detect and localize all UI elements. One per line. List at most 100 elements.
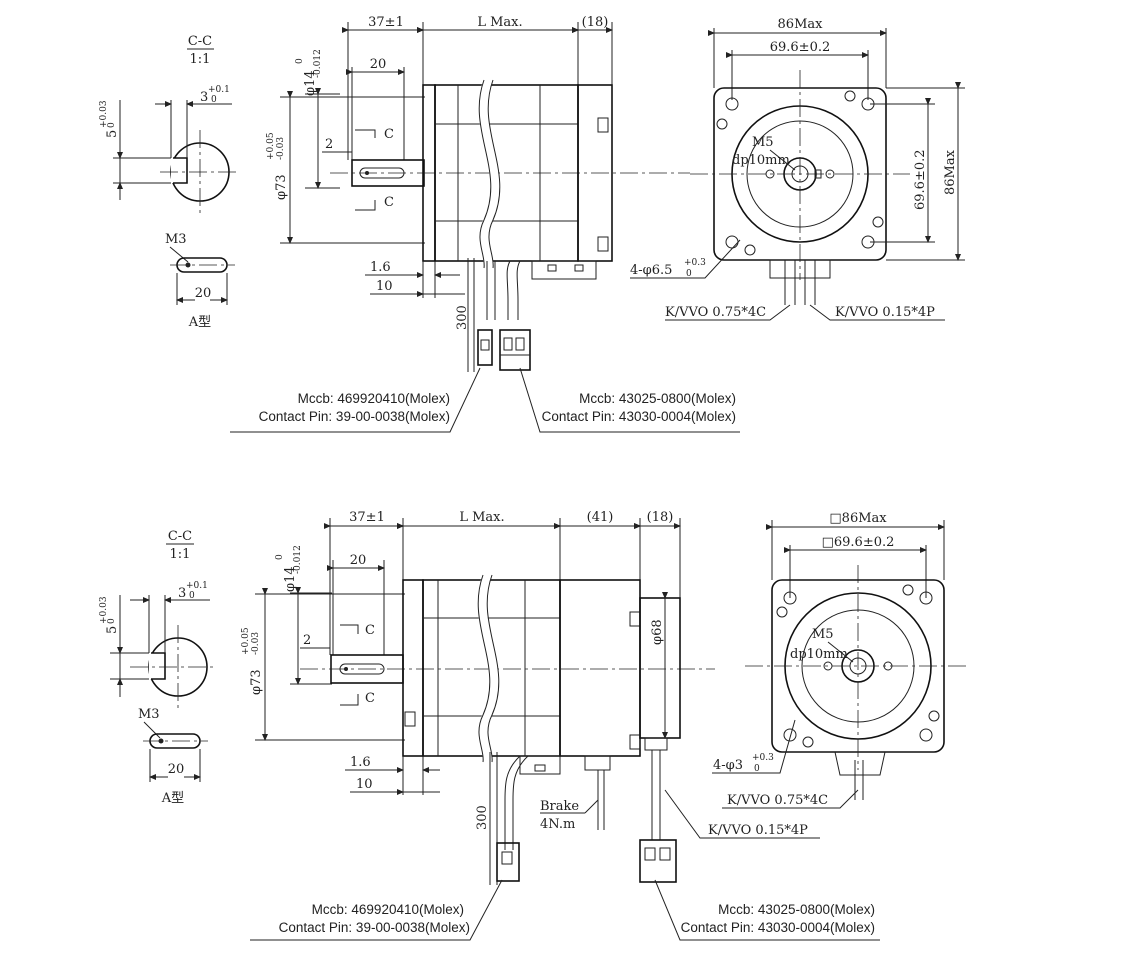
svg-text:-0.012: -0.012: [293, 545, 303, 574]
bottom-key-depth: 5: [105, 626, 120, 634]
svg-text:0: 0: [211, 95, 217, 105]
bottom-brake-torque: 4N.m: [540, 817, 575, 832]
bottom-drawing: C-C 1:1 3 +0.1 0 5 +0.03 0: [99, 510, 968, 941]
bottom-mount-holes: 4-φ3: [713, 758, 743, 773]
top-side-view: 37±1 L Max. (18) φ14 0 -0.012 φ73 +0.05 …: [230, 15, 740, 433]
bottom-key-length: 20: [168, 762, 185, 777]
bottom-flange: [402, 579, 424, 757]
top-center-depth: dp10mm: [732, 153, 790, 168]
top-key-width: 3: [200, 90, 208, 105]
bottom-section-title: C-C: [168, 529, 192, 544]
svg-text:C: C: [384, 195, 394, 210]
top-bolt-pitch-v: 69.6±0.2: [913, 149, 928, 210]
bottom-section-mark: C: [365, 623, 375, 638]
top-cable-power: K/VVO 0.75*4C: [665, 305, 766, 320]
top-section-scale: 1:1: [190, 52, 211, 67]
top-conn1-housing: Mccb: 469920410(Molex): [298, 391, 450, 406]
svg-text:C: C: [365, 691, 375, 706]
svg-text:0: 0: [189, 591, 195, 601]
top-cable-encoder: K/VVO 0.15*4P: [835, 305, 935, 320]
top-conn2-housing: Mccb: 43025-0800(Molex): [579, 391, 736, 406]
bottom-cable-encoder: K/VVO 0.15*4P: [708, 823, 808, 838]
top-section-mark: C: [384, 127, 394, 142]
bottom-conn2-housing: Mccb: 43025-0800(Molex): [718, 902, 875, 917]
top-pilot-diameter: φ73: [274, 174, 289, 200]
top-key-offset: 2: [325, 137, 333, 152]
bottom-key-type: A型: [161, 791, 184, 806]
top-drawing: C-C 1:1 3 +0.1 0 5 +0.03 0: [99, 15, 965, 433]
top-key-detail: M3 20 A型: [165, 232, 235, 330]
bottom-brake-section: [559, 579, 641, 757]
svg-text:+0.3: +0.3: [684, 258, 706, 268]
bottom-shaft-diameter: φ14: [283, 566, 298, 592]
top-section-view: C-C 1:1 3 +0.1 0 5 +0.03 0: [99, 34, 240, 215]
bottom-key-offset: 2: [303, 633, 311, 648]
bottom-side-view: 37±1 L Max. (41) (18) φ14 0 -0.012 φ73 +…: [241, 510, 880, 941]
svg-text:-0.012: -0.012: [313, 49, 323, 78]
svg-text:0: 0: [107, 122, 117, 128]
top-shaft-diameter: φ14: [303, 70, 318, 96]
bottom-flange-offset: 37±1: [349, 510, 385, 525]
top-encoder-length: (18): [582, 15, 609, 30]
bottom-encoder-length: (18): [647, 510, 674, 525]
svg-text:0: 0: [295, 58, 305, 64]
top-center-thread: M5: [752, 135, 774, 150]
bottom-brake-label: Brake: [540, 799, 579, 814]
bottom-center-depth: dp10mm: [790, 647, 848, 662]
bottom-flange-thickness: 1.6: [350, 755, 371, 770]
top-key-length: 20: [195, 286, 212, 301]
bottom-conn1-pin: Contact Pin: 39-00-0038(Molex): [279, 920, 470, 935]
bottom-section-view: C-C 1:1 3 +0.1 0 5 +0.03 0: [99, 529, 215, 710]
top-front-view: 86Max 69.6±0.2 M5 dp10mm: [630, 17, 965, 321]
top-connector-2: [499, 329, 531, 371]
top-frame-height: 86Max: [943, 149, 958, 195]
bottom-encoder-cap: [639, 597, 681, 739]
top-cable-length: 300: [455, 305, 470, 330]
bottom-cable-length: 300: [475, 805, 490, 830]
top-key-depth: 5: [105, 130, 120, 138]
bottom-conn1-housing: Mccb: 469920410(Molex): [312, 902, 464, 917]
bottom-connector-2: [639, 839, 677, 883]
bottom-pilot-diameter: φ73: [249, 669, 264, 695]
svg-text:+0.1: +0.1: [186, 581, 208, 591]
bottom-encoder-diameter: φ68: [650, 619, 665, 645]
top-body-length: L Max.: [477, 15, 522, 30]
top-thread-callout: M3: [165, 232, 187, 247]
svg-text:0: 0: [754, 764, 760, 774]
top-mount-holes: 4-φ6.5: [630, 263, 672, 278]
bottom-connector-1: [496, 842, 520, 882]
top-flange-offset: 37±1: [368, 15, 404, 30]
bottom-conn2-pin: Contact Pin: 43030-0004(Molex): [681, 920, 875, 935]
bottom-front-view: □86Max □69.6±0.2 M5 dp10mm: [712, 511, 968, 809]
top-frame-width: 86Max: [778, 17, 824, 32]
bottom-frame-width: □86Max: [829, 511, 887, 526]
bottom-bolt-pitch-h: □69.6±0.2: [822, 535, 895, 550]
svg-text:+0.05: +0.05: [241, 627, 251, 655]
svg-text:+0.03: +0.03: [99, 100, 109, 128]
svg-text:0: 0: [686, 269, 692, 279]
bottom-key-width: 3: [178, 586, 186, 601]
top-conn2-pin: Contact Pin: 43030-0004(Molex): [542, 409, 736, 424]
bottom-brake-length: (41): [587, 510, 614, 525]
svg-text:0: 0: [275, 554, 285, 560]
bottom-key-slot-length: 20: [350, 553, 367, 568]
bottom-cable-power: K/VVO 0.75*4C: [727, 793, 828, 808]
bottom-body-length: L Max.: [459, 510, 504, 525]
svg-text:0: 0: [107, 618, 117, 624]
top-key-slot-length: 20: [370, 57, 387, 72]
bottom-flange-width: 10: [356, 777, 373, 792]
top-flange-thickness: 1.6: [370, 260, 391, 275]
top-bolt-pitch-h: 69.6±0.2: [770, 40, 831, 55]
svg-text:+0.3: +0.3: [752, 753, 774, 763]
top-key-type: A型: [188, 315, 211, 330]
bottom-center-thread: M5: [812, 627, 834, 642]
bottom-key-detail: M3 20 A型: [138, 707, 208, 806]
bottom-section-scale: 1:1: [170, 547, 191, 562]
svg-text:+0.03: +0.03: [99, 596, 109, 624]
svg-text:+0.05: +0.05: [266, 132, 276, 160]
svg-text:-0.03: -0.03: [251, 632, 261, 655]
bottom-thread-callout: M3: [138, 707, 160, 722]
top-conn1-pin: Contact Pin: 39-00-0038(Molex): [259, 409, 450, 424]
top-flange-width: 10: [376, 279, 393, 294]
